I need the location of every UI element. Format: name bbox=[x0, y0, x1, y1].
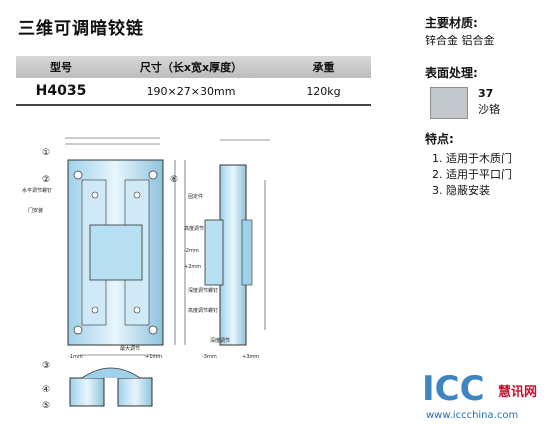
cell-size: 190×27×30mm bbox=[146, 84, 236, 98]
logo-url: www.iccchina.com bbox=[426, 410, 518, 421]
finish-heading: 表面处理: bbox=[425, 66, 478, 80]
note-plus-1: +1mm bbox=[145, 354, 162, 360]
header-load: 承重 bbox=[312, 61, 335, 74]
header-size: 尺寸（长x宽x厚度） bbox=[139, 61, 243, 74]
page-title: 三维可调暗铰链 bbox=[18, 19, 144, 39]
note-max-adjust: 最大调节 bbox=[120, 345, 140, 352]
callout-3: ③ bbox=[42, 361, 50, 371]
logo-icc-text: ICC bbox=[422, 369, 485, 409]
note-plus-3: +3mm bbox=[242, 354, 259, 360]
hinge-technical-drawing: ① ② ⑥ ③ ④ ⑤ 水平调节螺钉 门安装 固定件 深度调节螺钉 高度调节螺钉… bbox=[22, 137, 270, 411]
cell-model: H4035 bbox=[35, 83, 87, 99]
spec-table-row: H4035 190×27×30mm 120kg bbox=[16, 78, 371, 106]
hinge-front-view bbox=[67, 159, 164, 346]
note-depth-adjust: 深度调节 bbox=[210, 337, 230, 344]
callout-1: ① bbox=[42, 148, 50, 158]
note-minus-1: -1mm bbox=[68, 354, 83, 360]
header-model: 型号 bbox=[50, 61, 72, 74]
feature-item-2: 2. 适用于平口门 bbox=[432, 168, 512, 181]
material-heading: 主要材质: bbox=[425, 16, 478, 30]
callout-6: ⑥ bbox=[170, 175, 178, 185]
cell-load: 120kg bbox=[306, 84, 341, 98]
icc-logo: ICC 慧讯网 www.iccchina.com bbox=[422, 369, 537, 421]
note-height-screw: 高度调节螺钉 bbox=[188, 307, 218, 314]
material-value: 锌合金 铝合金 bbox=[425, 34, 495, 47]
hinge-bottom-view bbox=[69, 367, 153, 407]
hinge-side-view bbox=[204, 164, 253, 346]
features-heading: 特点: bbox=[425, 132, 454, 146]
finish-code: 37 bbox=[478, 87, 494, 100]
spec-table: 型号 尺寸（长x宽x厚度） 承重 H4035 190×27×30mm 120kg bbox=[16, 56, 371, 106]
logo-cn-text: 慧讯网 bbox=[498, 384, 537, 400]
callout-2: ② bbox=[42, 175, 50, 185]
callout-5: ⑤ bbox=[42, 401, 50, 411]
note-minus-2: -2mm bbox=[184, 248, 199, 254]
note-minus-3: -3mm bbox=[202, 354, 217, 360]
finish-name: 沙铬 bbox=[478, 103, 500, 116]
spec-table-header: 型号 尺寸（长x宽x厚度） 承重 bbox=[16, 56, 371, 78]
note-door-install: 门安装 bbox=[28, 207, 43, 214]
feature-item-3: 3. 隐蔽安装 bbox=[432, 184, 490, 197]
note-horizontal-screw: 水平调节螺钉 bbox=[22, 187, 52, 194]
note-height-adjust: 高度调节 bbox=[184, 225, 204, 232]
finish-swatch bbox=[430, 87, 468, 119]
feature-item-1: 1. 适用于木质门 bbox=[432, 152, 512, 165]
note-depth-screw: 深度调节螺钉 bbox=[188, 287, 218, 294]
callout-4: ④ bbox=[42, 385, 50, 395]
note-plus-2: +2mm bbox=[184, 264, 201, 270]
note-fixing: 固定件 bbox=[188, 193, 203, 200]
